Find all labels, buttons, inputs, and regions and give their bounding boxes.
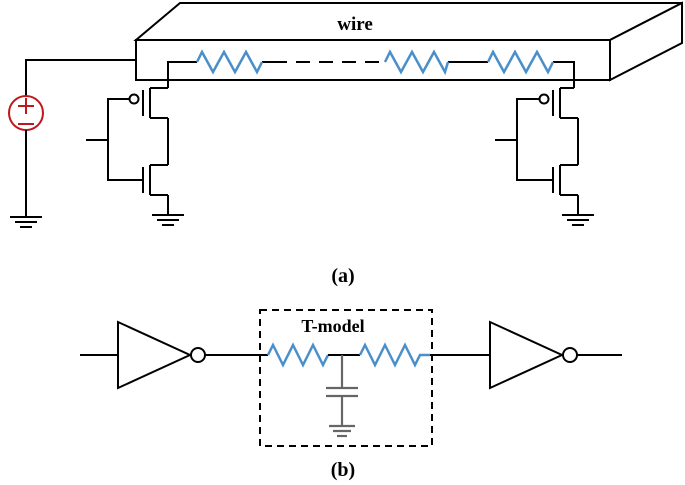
ground-symbol-left	[152, 214, 184, 226]
voltage-source	[8, 59, 136, 217]
receiver-inverter	[430, 320, 622, 390]
ground-symbol-right	[562, 214, 594, 226]
left-cmos-inverter	[86, 87, 169, 215]
wire-resistor-3	[486, 49, 555, 75]
driver-inverter	[80, 320, 268, 390]
t-model-label: T-model	[301, 316, 364, 336]
caption-b: (b)	[331, 459, 355, 481]
t-model-resistor-right	[358, 342, 430, 368]
internal-wire	[167, 61, 575, 88]
t-model-resistor-left	[266, 342, 330, 368]
t-model-capacitor	[326, 355, 358, 438]
wire-resistor-1	[195, 49, 264, 75]
wire-3d-box	[133, 1, 683, 82]
wire-resistor-2	[383, 49, 450, 76]
t-model-box	[259, 309, 433, 447]
caption-a: (a)	[331, 265, 354, 287]
wire-label: wire	[337, 14, 373, 35]
right-cmos-inverter	[495, 87, 579, 215]
ground-symbol-source	[10, 216, 42, 228]
